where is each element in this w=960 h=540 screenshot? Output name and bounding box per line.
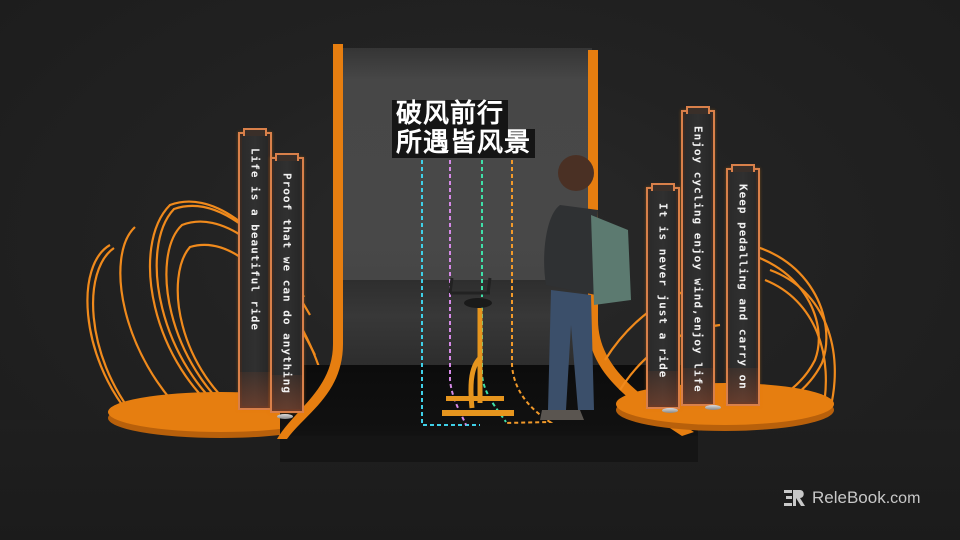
pillar-slogan: It is never just a ride [656, 203, 670, 379]
watermark-text: ReleBook.com [812, 488, 920, 508]
headline-sign: 破风前行 所遇皆风景 [392, 100, 536, 158]
pillar-slogan: Keep pedalling and carry on [736, 184, 750, 390]
floor-light [277, 414, 293, 419]
watermark-brand: ReleBook [812, 488, 886, 507]
headline-line-2: 所遇皆风景 [392, 129, 536, 158]
right-pillar-2: Enjoy cycling enjoy wind,enjoy life [681, 106, 715, 406]
right-pillar-3: Keep pedalling and carry on [726, 164, 760, 406]
watermark-domain: .com [885, 490, 921, 507]
wall-left-edge-strip [333, 45, 343, 65]
pillar-slogan: Proof that we can do anything [280, 173, 294, 395]
pillar-slogan: Life is a beautiful ride [248, 148, 262, 331]
pillar-slogan: Enjoy cycling enjoy wind,enjoy life [691, 126, 705, 393]
left-orange-ribbon [277, 44, 343, 439]
person-with-backpack [540, 155, 631, 420]
exercise-bike [442, 277, 514, 416]
headline-line-1: 破风前行 [392, 100, 509, 129]
watermark: ReleBook.com [784, 488, 920, 508]
wall-right-edge-strip [588, 50, 598, 70]
floor-light [705, 405, 721, 410]
left-pillar-1: Life is a beautiful ride [238, 128, 272, 410]
relebook-logo-icon [784, 490, 805, 506]
left-pillar-2: Proof that we can do anything [270, 153, 304, 413]
floor-light [662, 408, 678, 413]
stage-platform-front [280, 436, 698, 462]
right-pillar-1: It is never just a ride [646, 183, 680, 409]
backdrop-wall-lower-band [336, 280, 592, 370]
